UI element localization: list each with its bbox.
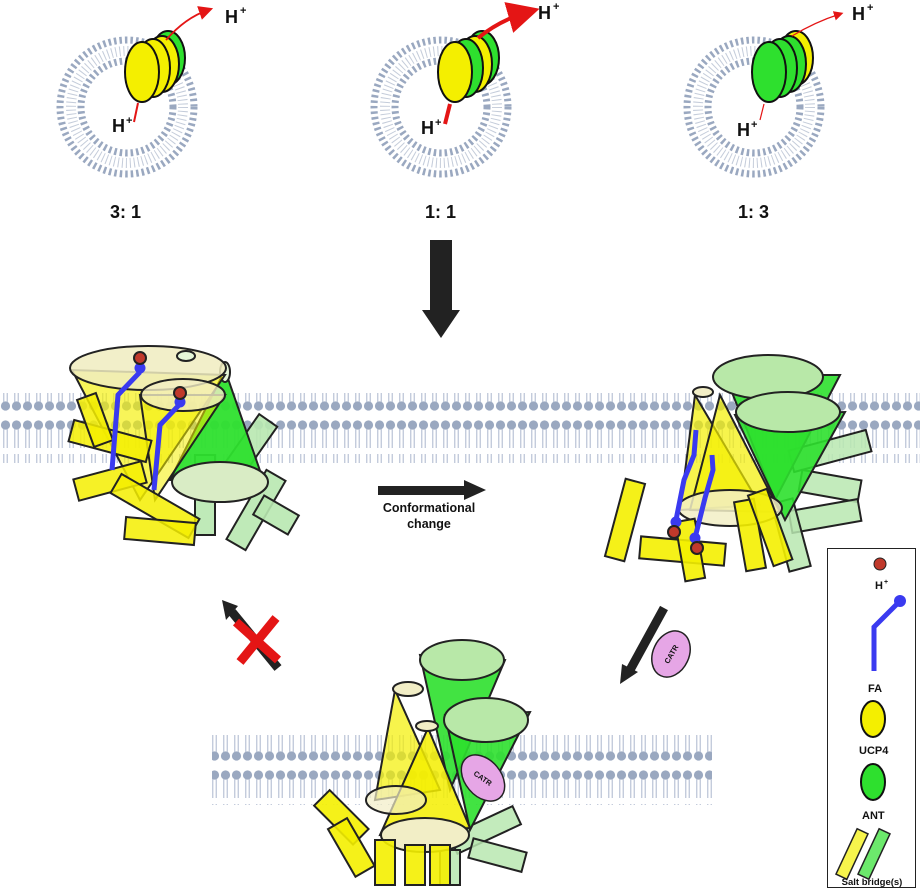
legend-salt-bridge-label: Salt bridge(s)	[842, 877, 903, 888]
legend-fa-icon	[871, 599, 902, 671]
legend-fa-label: FA	[868, 683, 882, 695]
legend-ant-icon	[860, 763, 886, 801]
h-in-sup: +	[126, 115, 132, 127]
legend: H + FA UCP4 ANT Salt bridge(s)	[827, 548, 916, 888]
complex-left	[67, 345, 301, 552]
vesicle-1-3: H + H + 1: 3	[683, 2, 873, 222]
protein-complex-1-1	[437, 30, 500, 103]
ratio-label-3-1: 3: 1	[110, 202, 141, 222]
h-out-sup: +	[553, 1, 559, 13]
protein-complex-1-3	[751, 30, 814, 103]
h-out-sup: +	[240, 5, 246, 17]
catr-arrow-icon	[620, 605, 668, 684]
ratio-label-1-1: 1: 1	[425, 202, 456, 222]
h-out-label: H	[852, 4, 865, 24]
h-in-label: H	[421, 118, 434, 138]
h-in-label: H	[737, 120, 750, 140]
vesicle-1-1: H + H + 1: 1	[370, 1, 559, 222]
blocked-arrow-icon	[222, 600, 282, 671]
complex-bottom	[312, 639, 532, 886]
h-out-label: H	[225, 7, 238, 27]
legend-ant-label: ANT	[862, 810, 885, 822]
ratio-label-1-3: 1: 3	[738, 202, 769, 222]
h-in-sup: +	[751, 119, 757, 131]
catr-molecule	[651, 630, 691, 678]
h-out-label: H	[538, 3, 551, 23]
legend-h-sup: +	[884, 579, 888, 586]
complex-right	[603, 354, 873, 583]
legend-graphics: H + FA UCP4 ANT Salt bridge(s)	[835, 557, 906, 888]
legend-proton-icon	[873, 557, 887, 571]
legend-fa-head	[894, 595, 906, 607]
conformational-label-line2: change	[407, 517, 451, 531]
vesicle-3-1: H + H + 3: 1	[56, 5, 246, 222]
conformational-label-line1: Conformational	[383, 501, 475, 515]
right-arrow-icon	[378, 480, 486, 500]
h-in-sup: +	[435, 117, 441, 129]
legend-salt-bridge-icon	[835, 827, 891, 881]
legend-ucp4-label: UCP4	[859, 745, 889, 757]
h-out-sup: +	[867, 2, 873, 14]
protein-complex-3-1	[124, 30, 186, 103]
legend-ucp4-icon	[860, 700, 886, 738]
legend-h-label: H	[875, 580, 883, 592]
down-arrow-icon	[422, 240, 460, 338]
h-in-label: H	[112, 116, 125, 136]
